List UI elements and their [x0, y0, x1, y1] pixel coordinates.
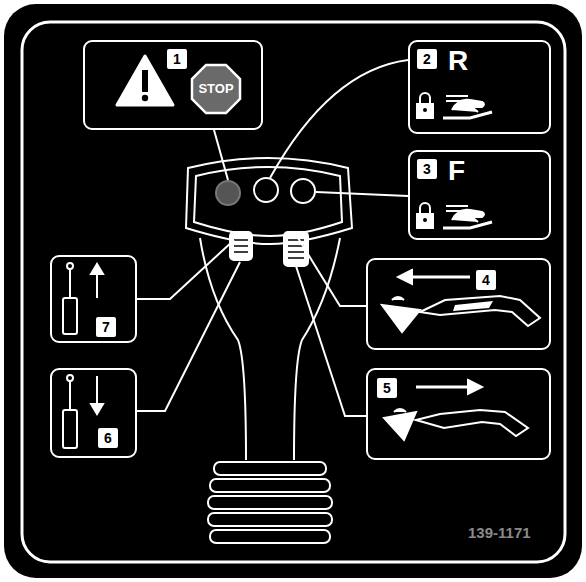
callout-box: 5 [366, 368, 551, 460]
callout-number: 3 [417, 159, 437, 179]
callout-number: 6 [98, 428, 118, 448]
part-number: 139-1171 [468, 524, 531, 541]
callout-box: 3F [408, 150, 551, 240]
joystick [186, 158, 352, 543]
inner-border [22, 22, 565, 562]
stop-sign: STOP [188, 61, 244, 117]
callout-box: 2R [408, 40, 551, 134]
octagon-shape [192, 65, 240, 113]
callout-number: 2 [417, 49, 437, 69]
callout-number: 1 [167, 49, 187, 69]
lock-hand-icon [417, 93, 492, 118]
leader-line [137, 60, 408, 416]
callout-number: 7 [96, 317, 116, 337]
callout-box: 4 [366, 258, 551, 350]
callout-number: 4 [476, 270, 496, 290]
direction-letter: F [448, 156, 465, 186]
callout-box: STOP 1 [83, 40, 263, 130]
warning-icon [117, 56, 173, 105]
direction-letter: R [448, 46, 468, 76]
loader-arm-icon [384, 380, 528, 440]
callout-box: 6 [50, 368, 137, 458]
callout-box: 7 [50, 255, 137, 343]
sign-text: STOP [198, 82, 233, 96]
lock-hand-icon [417, 203, 492, 228]
callout-number: 5 [377, 378, 397, 398]
decal-ground [4, 4, 582, 578]
cylinder-down-icon [63, 375, 103, 448]
loader-arm-icon [382, 270, 540, 332]
